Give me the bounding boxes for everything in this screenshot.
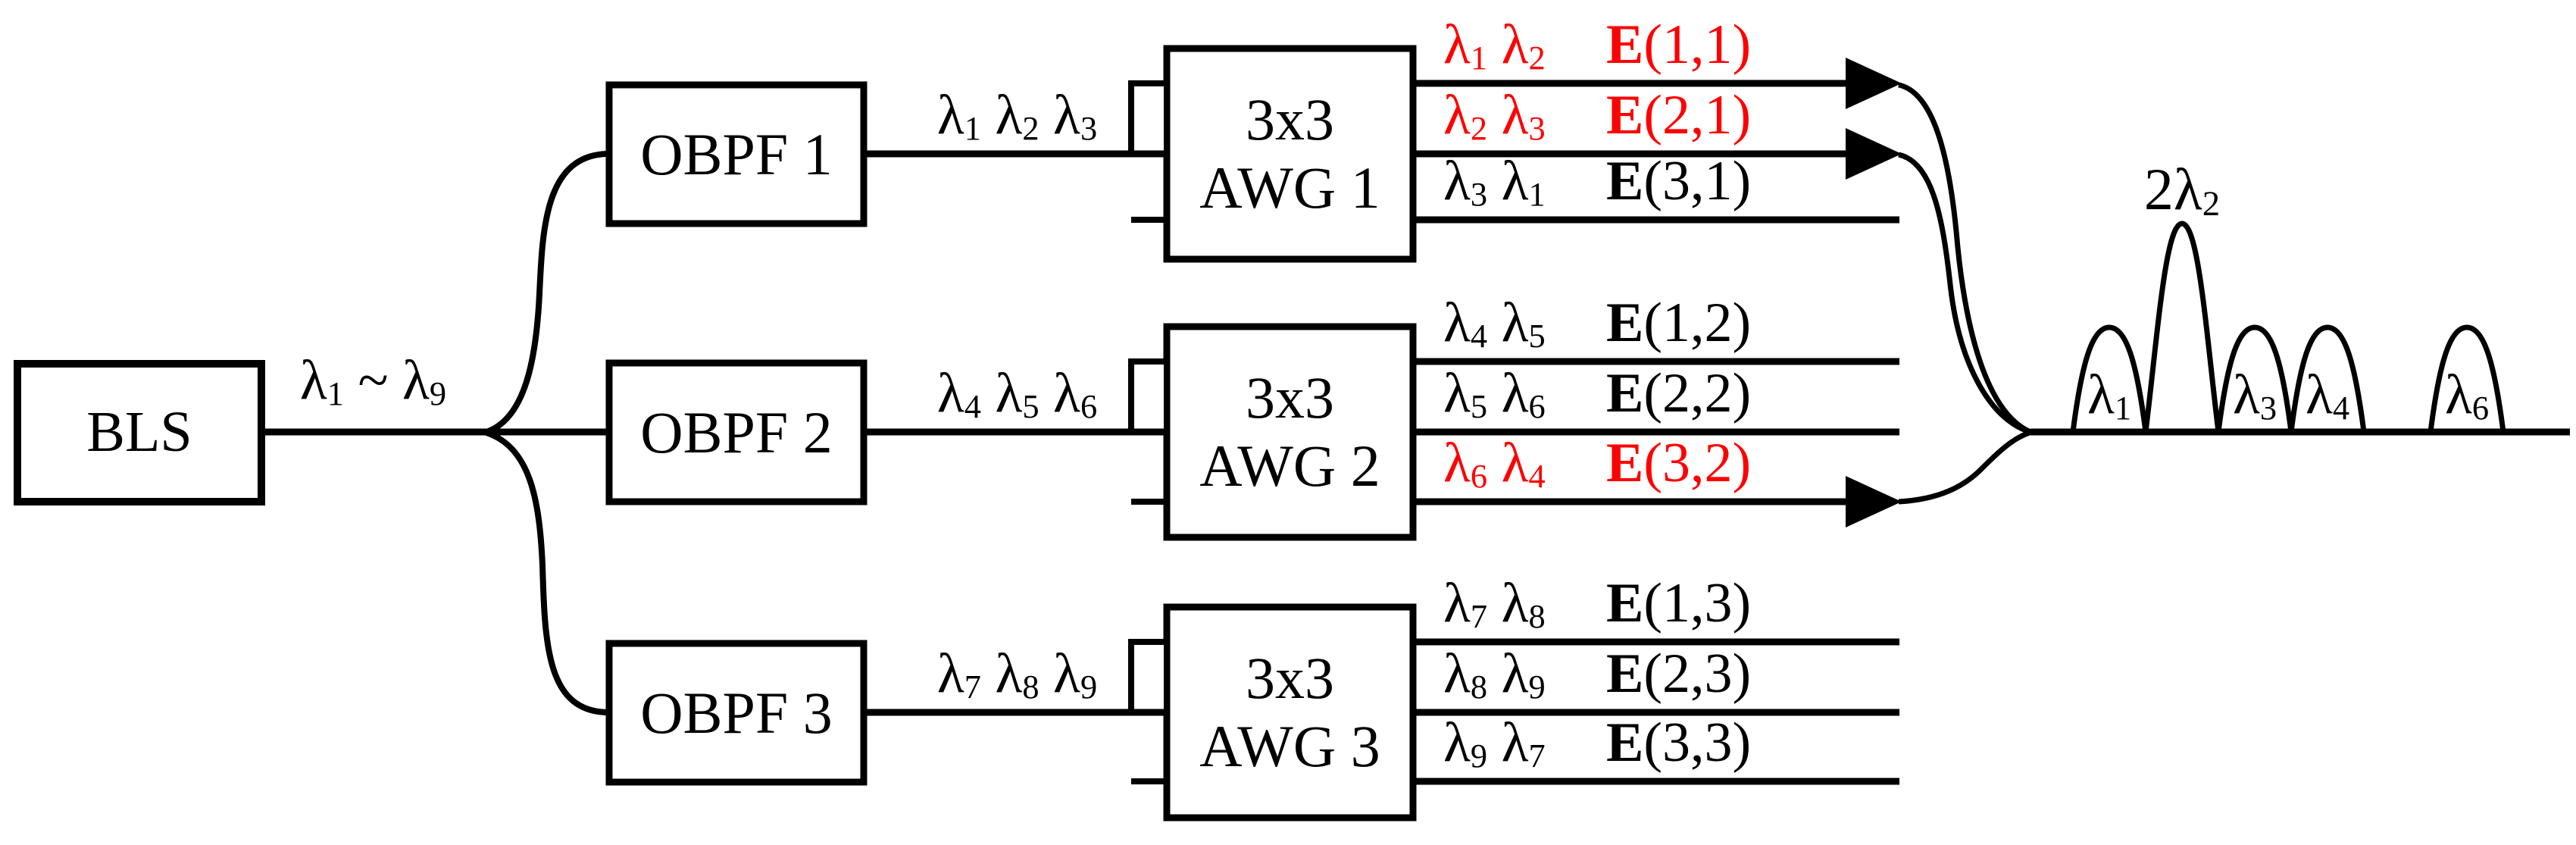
wavelength-pair-label: λ6 λ4 [1443, 432, 1546, 495]
field-indices: (1,2) [1643, 292, 1752, 354]
awg3-name-label: AWG 3 [1199, 713, 1380, 779]
field-symbol: E [1606, 362, 1644, 424]
peak-lambda3 [2215, 324, 2294, 433]
field-indices: (2,3) [1643, 643, 1752, 705]
field-symbol: E [1606, 432, 1644, 494]
peak-lambda6 [2428, 324, 2506, 433]
awg2-output2-label: λ5 λ6 E(2,2) [1443, 360, 1751, 427]
field-indices: (2,1) [1643, 84, 1752, 146]
field-label: E(2,3) [1606, 643, 1751, 705]
awg1-size-label: 3x3 [1246, 86, 1334, 153]
wavelength-pair-label: λ2 λ3 [1443, 84, 1546, 147]
peak-lambda4 [2288, 324, 2367, 433]
field-label: E(1,2) [1606, 292, 1751, 354]
combiner-curve-e21 [1898, 152, 2032, 435]
field-symbol: E [1606, 572, 1644, 634]
arrowhead-e11 [1846, 58, 1902, 109]
awg1-output2-label: λ2 λ3 E(2,1) [1443, 82, 1751, 149]
field-label: E(3,3) [1606, 712, 1751, 774]
spectrum-lambda1-label: λ1 [2087, 364, 2132, 427]
spectrum-lambda3-label: λ3 [2232, 364, 2277, 427]
field-label: E(3,1) [1606, 150, 1751, 212]
wavelength-pair-label: λ9 λ7 [1443, 712, 1546, 775]
splitter-branch-down [485, 430, 610, 715]
awg3-label: 3x3 AWG 3 [1167, 607, 1413, 818]
awg3-output3-label: λ9 λ7 E(3,3) [1443, 709, 1751, 777]
wavelength-pair-label: λ3 λ1 [1443, 150, 1546, 213]
combiner-curve-e32 [1898, 429, 2034, 505]
arrowhead-e32 [1846, 476, 1902, 527]
awg1-label: 3x3 AWG 1 [1167, 49, 1413, 259]
obpf2-box [605, 359, 868, 505]
spectrum-2lambda2-label: 2λ2 [2143, 156, 2221, 224]
combiner-curve-e11 [1898, 82, 2032, 435]
field-symbol: E [1606, 643, 1644, 705]
awg2-name-label: AWG 2 [1199, 433, 1380, 499]
spectrum-lambda6-label: λ6 [2444, 364, 2490, 427]
obpf2-output-label: λ4 λ5 λ6 [936, 362, 1098, 425]
wavelength-pair-label: λ5 λ6 [1443, 362, 1546, 425]
bls-box [14, 360, 265, 505]
awg2-output3-label: λ6 λ4 E(3,2) [1443, 430, 1751, 497]
wavelength-pair-label: λ7 λ8 [1443, 572, 1546, 635]
field-indices: (3,2) [1643, 432, 1752, 494]
field-label: E(1,1) [1606, 14, 1751, 76]
field-symbol: E [1606, 292, 1644, 354]
arrowhead-e21 [1846, 128, 1902, 180]
awg1-output3-label: λ3 λ1 E(3,1) [1443, 148, 1751, 215]
awg2-label: 3x3 AWG 2 [1167, 327, 1413, 537]
field-indices: (1,3) [1643, 572, 1752, 634]
obpf1-label: OBPF 1 [640, 120, 833, 187]
bls-label: BLS [86, 400, 192, 465]
obpf1-output-label: λ1 λ2 λ3 [936, 84, 1098, 147]
field-symbol: E [1606, 84, 1644, 146]
peak-2lambda2 [2143, 221, 2221, 433]
field-symbol: E [1606, 712, 1644, 774]
field-label: E(1,3) [1606, 572, 1751, 634]
awg3-size-label: 3x3 [1246, 645, 1334, 712]
wavelength-pair-label: λ1 λ2 [1443, 14, 1546, 77]
field-symbol: E [1606, 150, 1644, 212]
field-indices: (3,3) [1643, 712, 1752, 774]
field-label: E(2,1) [1606, 84, 1751, 146]
splitter-branch-up [485, 151, 610, 435]
field-symbol: E [1606, 14, 1644, 76]
awg1-input-port-stub [1128, 80, 1170, 157]
field-label: E(2,2) [1606, 362, 1751, 424]
field-indices: (2,2) [1643, 362, 1752, 424]
awg3-box [1163, 603, 1417, 822]
obpf3-output-label: λ7 λ8 λ9 [936, 643, 1098, 706]
source-wavelengths-label: λ1 ~ λ9 [299, 349, 447, 412]
awg3-output1-label: λ7 λ8 E(1,3) [1443, 570, 1751, 637]
awg1-box [1163, 45, 1417, 263]
awg1-name-label: AWG 1 [1199, 155, 1380, 221]
peak-lambda1 [2070, 324, 2149, 433]
awg2-size-label: 3x3 [1246, 365, 1334, 431]
field-indices: (3,1) [1643, 150, 1752, 212]
field-label: E(3,2) [1606, 432, 1751, 494]
awg1-output1-label: λ1 λ2 E(1,1) [1443, 11, 1751, 79]
awg3-output2-label: λ8 λ9 E(2,3) [1443, 640, 1751, 708]
spectrum-lambda4-label: λ4 [2305, 364, 2350, 427]
wavelength-pair-label: λ8 λ9 [1443, 643, 1546, 706]
field-indices: (1,1) [1643, 14, 1752, 76]
wavelength-pair-label: λ4 λ5 [1443, 292, 1546, 355]
obpf2-label: OBPF 2 [640, 399, 833, 465]
awg2-output1-label: λ4 λ5 E(1,2) [1443, 289, 1751, 357]
obpf1-box [605, 81, 868, 227]
obpf3-label: OBPF 3 [640, 679, 833, 746]
